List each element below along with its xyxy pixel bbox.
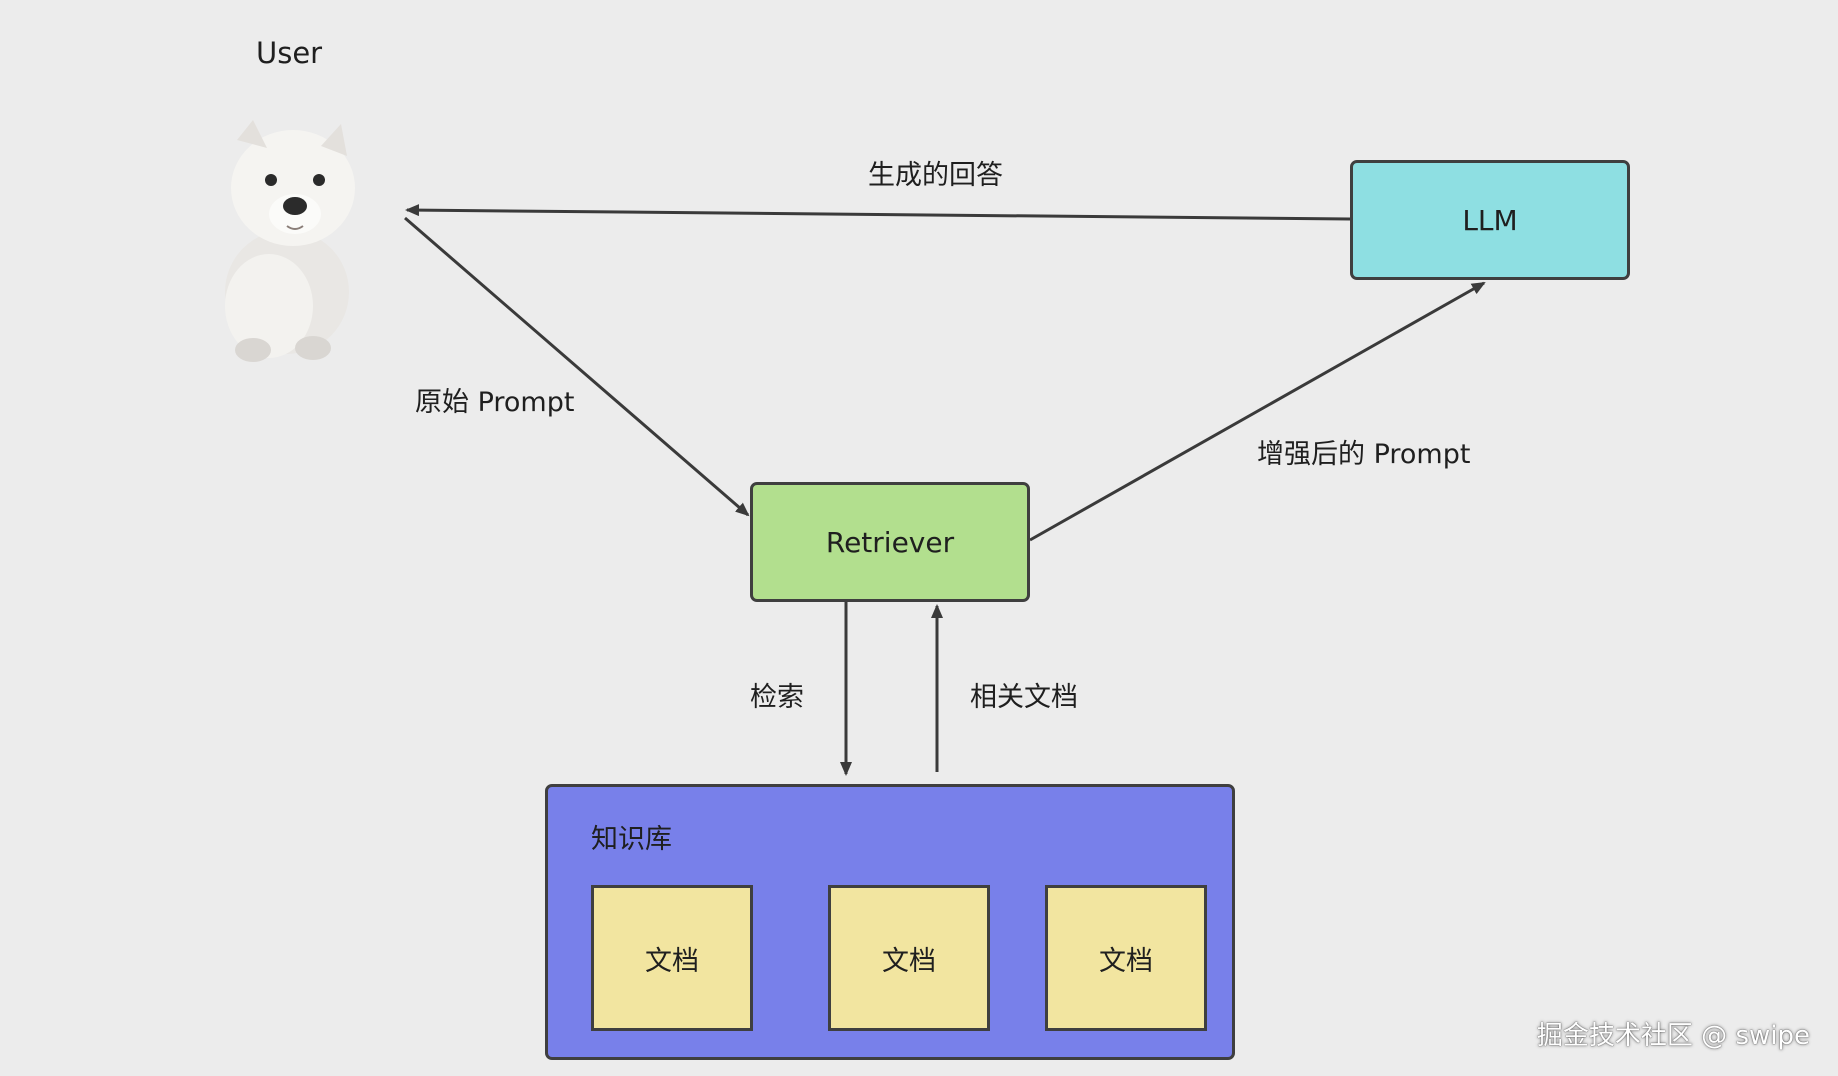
enhanced-prompt-label: 增强后的 Prompt	[1257, 439, 1471, 470]
enhanced-prompt-arrow	[1029, 281, 1486, 542]
puppy-image	[225, 120, 355, 362]
document-node: 文档	[828, 885, 990, 1031]
document-node: 文档	[591, 885, 753, 1031]
retriever-label: Retriever	[825, 525, 955, 559]
llm-label: LLM	[1462, 203, 1518, 237]
retriever-node: Retriever	[750, 482, 1030, 602]
search-label: 检索	[750, 682, 804, 713]
original-prompt-arrow	[404, 216, 750, 517]
knowledge-base-node: 知识库 文档 文档 文档	[545, 784, 1235, 1060]
document-label: 文档	[645, 945, 699, 977]
document-label: 文档	[1099, 945, 1153, 977]
document-node: 文档	[1045, 885, 1207, 1031]
document-label: 文档	[882, 945, 936, 977]
original-prompt-label: 原始 Prompt	[415, 387, 575, 418]
watermark: 掘金技术社区 @ swipe	[1536, 1021, 1810, 1051]
related-docs-label: 相关文档	[970, 682, 1078, 713]
answer-arrow	[405, 204, 1351, 221]
llm-node: LLM	[1350, 160, 1630, 280]
user-title: User	[256, 36, 323, 70]
knowledge-base-title: 知识库	[591, 824, 672, 855]
answer-edge-label: 生成的回答	[868, 160, 1003, 191]
